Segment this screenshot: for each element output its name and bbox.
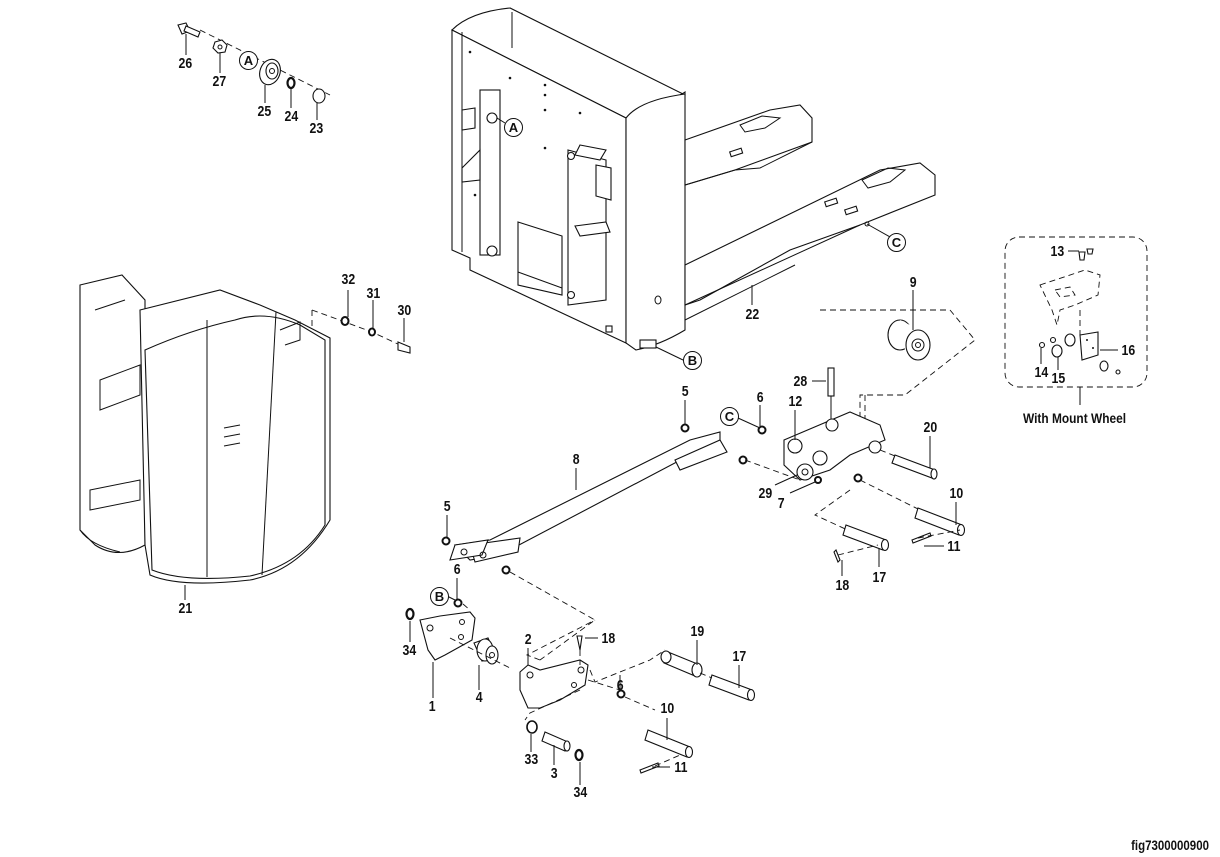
part-label-6-left: 6 xyxy=(453,561,461,578)
part-label-1: 1 xyxy=(428,698,436,715)
part-label-25: 25 xyxy=(257,103,272,120)
wheel-25 xyxy=(259,58,281,86)
part-label-10-lower: 10 xyxy=(660,700,675,717)
part-label-11-lower: 11 xyxy=(674,759,688,776)
lift-linkage-8 xyxy=(441,400,748,661)
part-label-13: 13 xyxy=(1050,243,1065,260)
part-label-11-right: 11 xyxy=(947,538,961,555)
pin-10-lower xyxy=(644,729,694,759)
callout-a-hardware: A xyxy=(239,51,258,70)
snap-ring-24 xyxy=(286,76,296,90)
part-label-18-right: 18 xyxy=(835,577,850,594)
bolt-26 xyxy=(177,22,201,38)
part-label-30: 30 xyxy=(397,302,412,319)
callout-b-frame: B xyxy=(683,351,702,370)
part-label-34-left: 34 xyxy=(402,642,417,659)
part-label-8: 8 xyxy=(572,451,580,468)
callout-c-fork: C xyxy=(887,233,906,252)
part-label-28: 28 xyxy=(793,373,808,390)
callout-a-frame: A xyxy=(504,118,523,137)
sleeve-19 xyxy=(660,650,703,678)
part-label-20: 20 xyxy=(923,419,938,436)
part-label-5-lower: 5 xyxy=(443,498,451,515)
part-label-3: 3 xyxy=(550,765,558,782)
pin-28 xyxy=(827,367,835,397)
part-label-9: 9 xyxy=(909,274,917,291)
part-label-5-upper: 5 xyxy=(681,383,689,400)
part-label-33: 33 xyxy=(524,751,539,768)
nut-27 xyxy=(212,39,228,54)
mount-wheel-inset xyxy=(1004,236,1148,405)
part-label-23: 23 xyxy=(309,120,324,137)
cap-23 xyxy=(312,88,326,104)
part-label-21: 21 xyxy=(178,600,193,617)
part-label-27: 27 xyxy=(212,73,227,90)
figure-id: fig7300000900 xyxy=(1131,837,1209,853)
part-label-17-right: 17 xyxy=(872,569,887,586)
part-label-6-lower: 6 xyxy=(616,677,624,694)
part-label-29: 29 xyxy=(758,485,773,502)
bushing-4 xyxy=(473,637,499,665)
lower-bracket-group xyxy=(405,578,756,785)
bracket-1 xyxy=(419,611,476,661)
part-label-17-lower: 17 xyxy=(732,648,747,665)
main-frame-22 xyxy=(451,7,936,361)
roller-9 xyxy=(887,319,931,361)
inset-caption: With Mount Wheel xyxy=(1023,410,1127,426)
callout-c-rocker: C xyxy=(720,407,739,426)
cover-21 xyxy=(79,274,401,600)
washer-33 xyxy=(526,720,538,734)
part-label-34-right: 34 xyxy=(573,784,588,801)
part-label-32: 32 xyxy=(341,271,356,288)
part-label-19: 19 xyxy=(690,623,705,640)
part-label-4: 4 xyxy=(475,689,483,706)
pin-17-lower xyxy=(708,674,756,702)
rocker-assembly xyxy=(737,290,976,576)
part-label-2: 2 xyxy=(524,631,532,648)
part-label-31: 31 xyxy=(366,285,381,302)
part-label-16: 16 xyxy=(1121,342,1136,359)
bracket-2 xyxy=(519,659,589,709)
part-label-18-lower: 18 xyxy=(601,630,616,647)
pin-3 xyxy=(541,731,571,752)
screw-18-lower xyxy=(576,635,583,651)
part-label-24: 24 xyxy=(284,108,299,125)
part-label-12: 12 xyxy=(788,393,803,410)
part-label-15: 15 xyxy=(1051,370,1066,387)
roller-hardware-group xyxy=(177,22,331,120)
callout-b-bracket: B xyxy=(430,587,449,606)
part-label-26: 26 xyxy=(178,55,193,72)
part-label-22: 22 xyxy=(745,306,760,323)
cover-hardware-group xyxy=(340,290,411,354)
part-label-6-upper: 6 xyxy=(756,389,764,406)
part-label-7: 7 xyxy=(777,495,785,512)
part-label-10-right: 10 xyxy=(949,485,964,502)
part-label-14: 14 xyxy=(1034,364,1049,381)
